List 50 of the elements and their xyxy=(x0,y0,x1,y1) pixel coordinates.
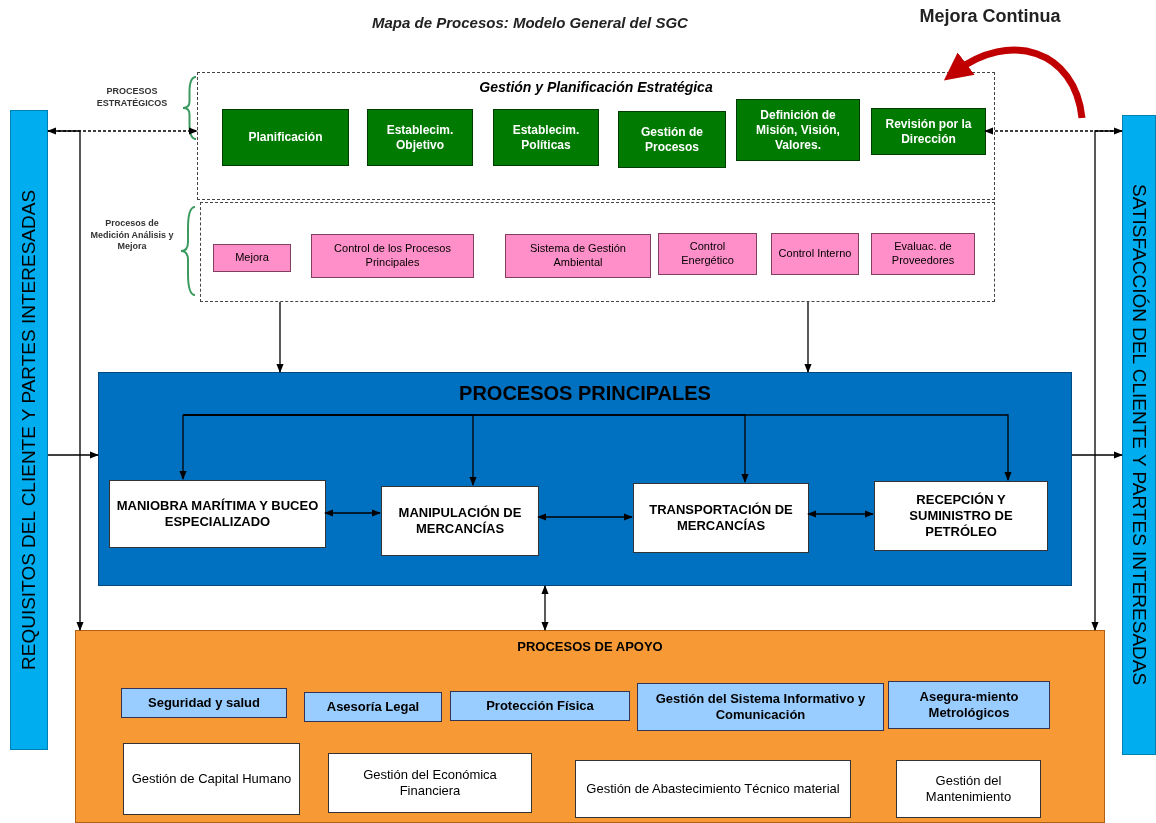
double-arrow xyxy=(537,513,633,521)
process-box: Seguridad y salud xyxy=(121,688,287,718)
process-box: RECEPCIÓN Y SUMINISTRO DE PETRÓLEO xyxy=(874,481,1048,551)
arrow xyxy=(804,301,812,373)
process-box: Gestión de Procesos xyxy=(618,111,726,168)
dashed-group-panel xyxy=(200,202,995,302)
process-box: Sistema de Gestión Ambiental xyxy=(505,234,651,278)
process-box: Gestión del Mantenimiento xyxy=(896,760,1041,818)
arrow xyxy=(276,301,284,373)
arrow xyxy=(47,130,84,631)
process-box: Asesoría Legal xyxy=(304,692,442,722)
double-arrow xyxy=(541,585,549,631)
arrow xyxy=(47,451,99,459)
arrow xyxy=(1091,130,1123,631)
side-banner: REQUISITOS DEL CLIENTE Y PARTES INTERESADAS xyxy=(10,110,48,750)
group-title: Gestión y Planificación Estratégica xyxy=(479,79,713,97)
arrow xyxy=(182,414,1012,481)
annotation-text: Mejora Continua xyxy=(918,6,1062,27)
double-arrow xyxy=(324,509,381,517)
process-box: Gestión del Sistema Informativo y Comunicación xyxy=(637,683,884,731)
process-box: Revisión por la Dirección xyxy=(871,108,986,155)
process-box: MANIPULACIÓN DE MERCANCÍAS xyxy=(381,486,539,556)
process-box: Definición de Misión, Visión, Valores. xyxy=(736,99,860,161)
process-box: Gestión del Económica Financiera xyxy=(328,753,532,813)
process-box: Control Interno xyxy=(771,233,859,275)
process-box: Gestión de Capital Humano xyxy=(123,743,300,815)
process-box: Control Energético xyxy=(658,233,757,275)
double-arrow xyxy=(807,510,874,518)
group-label: PROCESOS ESTRATÉGICOS xyxy=(95,86,169,110)
arrow xyxy=(1071,451,1123,459)
group-label: Procesos de Medición Análisis y Mejora xyxy=(89,218,175,254)
process-group-panel xyxy=(75,630,1105,823)
process-box: Asegura-miento Metrológicos xyxy=(888,681,1050,729)
dashed-group-panel xyxy=(197,72,995,200)
process-box: Protección Física xyxy=(450,691,630,721)
diagram-title: Mapa de Procesos: Modelo General del SGC xyxy=(371,14,689,31)
process-box: Gestión de Abastecimiento Técnico material xyxy=(575,760,851,818)
process-box: MANIOBRA MARÍTIMA Y BUCEO ESPECIALIZADO xyxy=(109,480,326,548)
group-title: PROCESOS DE APOYO xyxy=(517,639,663,656)
process-box: Establecim. Políticas xyxy=(493,109,599,166)
side-banner: SATISFACCIÓN DEL CLIENTE Y PARTES INTERESADAS xyxy=(1122,115,1156,755)
process-box: Mejora xyxy=(213,244,291,272)
process-box: Evaluac. de Proveedores xyxy=(871,233,975,275)
process-box: Establecim. Objetivo xyxy=(367,109,473,166)
process-box: Control de los Procesos Principales xyxy=(311,234,474,278)
process-box: Planificación xyxy=(222,109,349,166)
process-group-panel xyxy=(98,372,1072,586)
arrow xyxy=(179,414,187,480)
process-box: TRANSPORTACIÓN DE MERCANCÍAS xyxy=(633,483,809,553)
group-title: PROCESOS PRINCIPALES xyxy=(459,381,711,406)
